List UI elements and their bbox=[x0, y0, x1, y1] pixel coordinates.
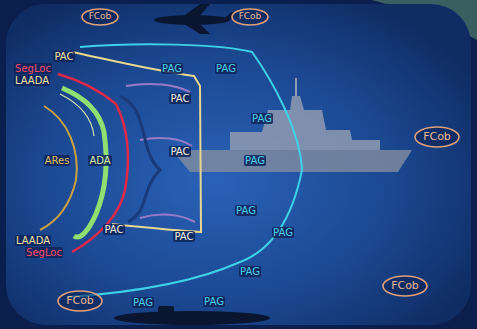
fcob-ellipse: FCob bbox=[57, 290, 103, 312]
fcob-label: FCob bbox=[89, 12, 112, 22]
zone-label: ADA bbox=[88, 155, 111, 166]
aircraft-silhouette bbox=[154, 4, 236, 34]
zone-label: PAG bbox=[239, 266, 261, 277]
pac-line bbox=[72, 52, 201, 232]
zone-label: PAG bbox=[272, 227, 294, 238]
ellipse-shape bbox=[383, 276, 427, 296]
inner-line bbox=[120, 96, 160, 222]
pag-line bbox=[68, 44, 302, 297]
submarine-silhouette bbox=[114, 306, 270, 325]
zone-label: PAG bbox=[132, 297, 154, 308]
zone-label: LAADA bbox=[14, 75, 50, 86]
zone-label: PAC bbox=[53, 51, 74, 62]
ares-line bbox=[40, 106, 77, 230]
zone-label: PAG bbox=[203, 296, 225, 307]
ellipse-shape bbox=[82, 9, 118, 25]
fcob-label: FCob bbox=[391, 280, 419, 292]
zone-label: PAC bbox=[103, 224, 124, 235]
zone-label: SegLoc bbox=[14, 63, 52, 74]
sea-area bbox=[6, 4, 471, 325]
zone-label: PAC bbox=[173, 231, 194, 242]
fcob-ellipse: FCob bbox=[231, 8, 269, 26]
fcob-ellipse: FCob bbox=[81, 8, 119, 26]
fcob-label: FCob bbox=[66, 295, 94, 307]
fcob-label: FCob bbox=[239, 12, 262, 22]
zone-label: PAG bbox=[235, 205, 257, 216]
zone-label: PAG bbox=[161, 63, 183, 74]
ada-line bbox=[60, 94, 94, 136]
fcob-label: FCob bbox=[423, 131, 451, 143]
zone-label: PAG bbox=[215, 63, 237, 74]
fcob-ellipse: FCob bbox=[414, 126, 460, 148]
ellipse-shape bbox=[232, 9, 268, 25]
ellipse-shape bbox=[58, 291, 102, 311]
zone-label: SegLoc bbox=[25, 247, 63, 258]
inner-line bbox=[140, 215, 195, 222]
ellipse-shape bbox=[415, 127, 459, 147]
zone-label: PAG bbox=[244, 155, 266, 166]
zone-label: PAC bbox=[169, 93, 190, 104]
zone-label: PAG bbox=[251, 113, 273, 124]
zone-label: LAADA bbox=[15, 235, 51, 246]
zone-label: PAC bbox=[169, 146, 190, 157]
zone-label: ARes bbox=[44, 155, 71, 166]
fcob-ellipse: FCob bbox=[382, 275, 428, 297]
inner-line bbox=[126, 84, 190, 92]
